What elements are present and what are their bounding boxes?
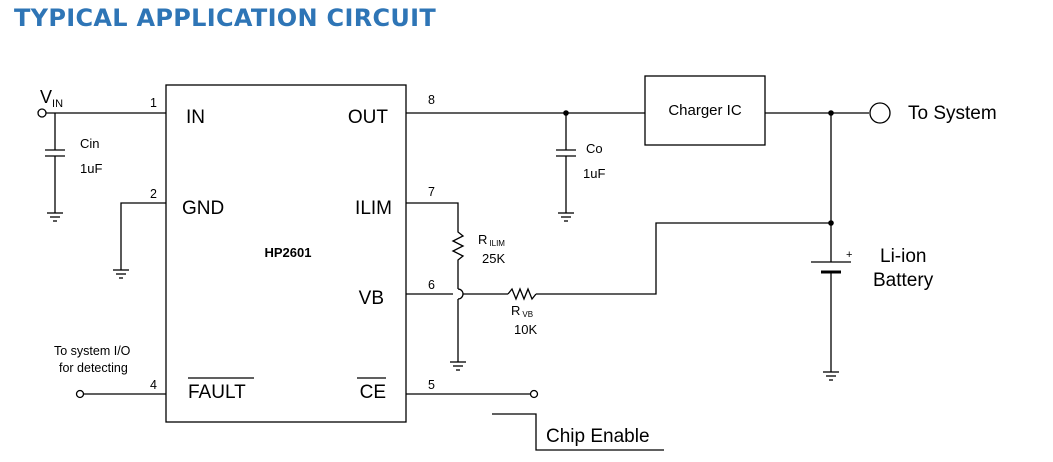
ce-terminal: [529, 389, 539, 399]
cin-name: Cin: [80, 136, 100, 151]
pin-number-6: 6: [428, 278, 435, 292]
pin-number-4: 4: [150, 378, 157, 392]
gnd-pin-wire: [113, 202, 166, 279]
battery-label-line2: Battery: [873, 270, 934, 291]
vin-terminal: [37, 108, 47, 118]
pin-number-5: 5: [428, 378, 435, 392]
chip-enable-callout: [492, 413, 664, 451]
cin-value: 1uF: [80, 161, 102, 176]
to-system-label: To System: [908, 103, 997, 124]
pin-name-gnd: GND: [182, 198, 224, 219]
io-label-line1: To system I/O: [54, 344, 131, 358]
co-value: 1uF: [583, 166, 605, 181]
rilim-value: 25K: [482, 251, 505, 266]
ic-name: HP2601: [265, 245, 312, 260]
battery-label-line1: Li-ion: [880, 246, 926, 267]
battery-plus: +: [846, 249, 852, 261]
pin-name-vb: VB: [359, 288, 384, 309]
charger-ic-label: Charger IC: [668, 102, 742, 119]
pin-name-ce: CE: [360, 382, 386, 403]
resistor-rvb: [406, 222, 831, 301]
pin-name-out: OUT: [348, 107, 389, 128]
rvb-value: 10K: [514, 322, 537, 337]
co-name: Co: [586, 141, 603, 156]
capacitor-cin: [45, 113, 65, 222]
chip-enable-label: Chip Enable: [546, 426, 650, 447]
battery-symbol: [811, 261, 851, 381]
io-terminal: [75, 389, 85, 399]
pin-name-fault: FAULT: [188, 382, 246, 403]
ic-body: [165, 84, 407, 423]
pin-name-in: IN: [186, 107, 205, 128]
vin-label: VIN: [40, 87, 63, 110]
pin-number-2: 2: [150, 187, 157, 201]
resistor-rilim: [406, 202, 466, 371]
pin-number-8: 8: [428, 93, 435, 107]
pin-name-ilim: ILIM: [355, 198, 392, 219]
charger-ic-block: [644, 75, 766, 146]
io-label-line2: for detecting: [59, 361, 128, 375]
pin-number-1: 1: [150, 96, 157, 110]
diagram-title: TYPICAL APPLICATION CIRCUIT: [14, 4, 437, 32]
pin-number-7: 7: [428, 185, 435, 199]
capacitor-co: [556, 113, 576, 222]
to-system-terminal: [869, 102, 891, 124]
